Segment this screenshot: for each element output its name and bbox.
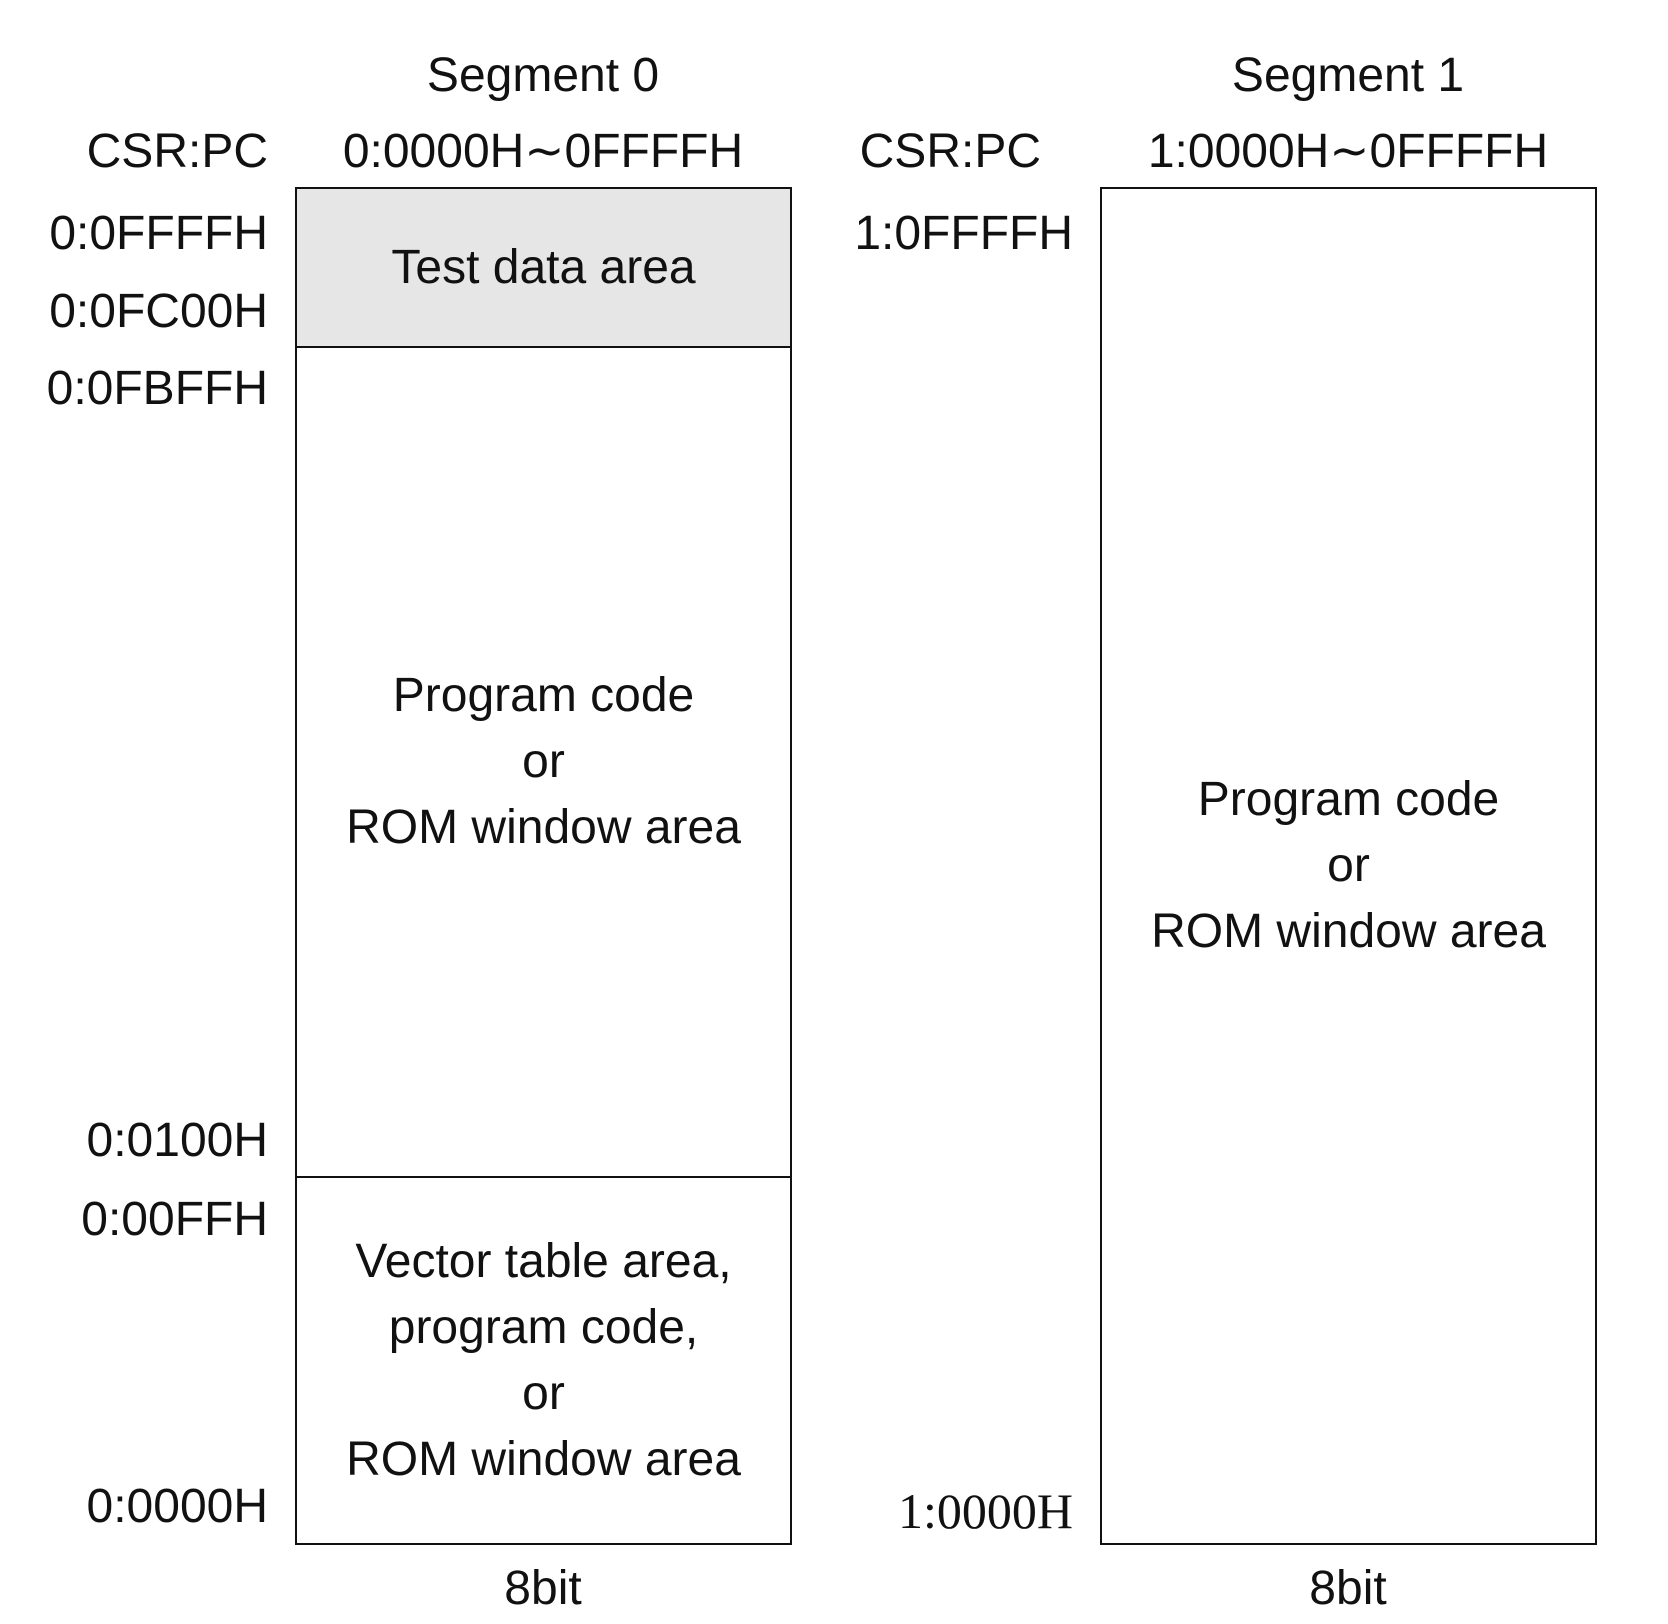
vector-table-area-label: Vector table area, program code, or ROM … <box>346 1234 741 1486</box>
segment-0-range: 0:0000H∼0FFFFH <box>342 125 744 178</box>
segment-0-memory-map: Test data area Program code or ROM windo… <box>295 187 792 1545</box>
segment-1-title: Segment 1 <box>1231 49 1465 102</box>
segment-0-program-code-label: Program code or ROM window area <box>346 669 741 854</box>
segment-1-csr-pc-label: CSR:PC <box>859 125 1041 178</box>
segment-1-memory-map: Program code or ROM window area <box>1100 187 1597 1545</box>
segment-1-address-0ffff: 1:0FFFFH <box>854 207 1073 260</box>
segment-1-program-code-label: Program code or ROM window area <box>1151 773 1546 958</box>
segment-0-title: Segment 0 <box>426 49 660 102</box>
segment-0-address-00ff: 0:00FFH <box>81 1193 268 1246</box>
segment-1-range: 1:0000H∼0FFFFH <box>1147 125 1549 178</box>
segment-0-address-0fbff: 0:0FBFFH <box>46 362 268 415</box>
segment-1-program-code-area: Program code or ROM window area <box>1102 189 1595 1543</box>
segment-1-address-0000: 1:0000H <box>898 1483 1073 1539</box>
segment-0-address-0000: 0:0000H <box>86 1480 268 1533</box>
segment-0-address-0ffff: 0:0FFFFH <box>49 207 268 260</box>
segment-0-address-0fc00: 0:0FC00H <box>49 285 268 338</box>
segment-0-program-code-area: Program code or ROM window area <box>297 346 790 1176</box>
segment-0-width-label: 8bit <box>504 1562 582 1615</box>
vector-table-area: Vector table area, program code, or ROM … <box>297 1176 790 1543</box>
segment-1-width-label: 8bit <box>1309 1562 1387 1615</box>
test-data-area: Test data area <box>297 189 790 346</box>
segment-0-address-0100: 0:0100H <box>86 1114 268 1167</box>
test-data-area-label: Test data area <box>391 240 696 294</box>
segment-0-csr-pc-label: CSR:PC <box>86 125 268 178</box>
